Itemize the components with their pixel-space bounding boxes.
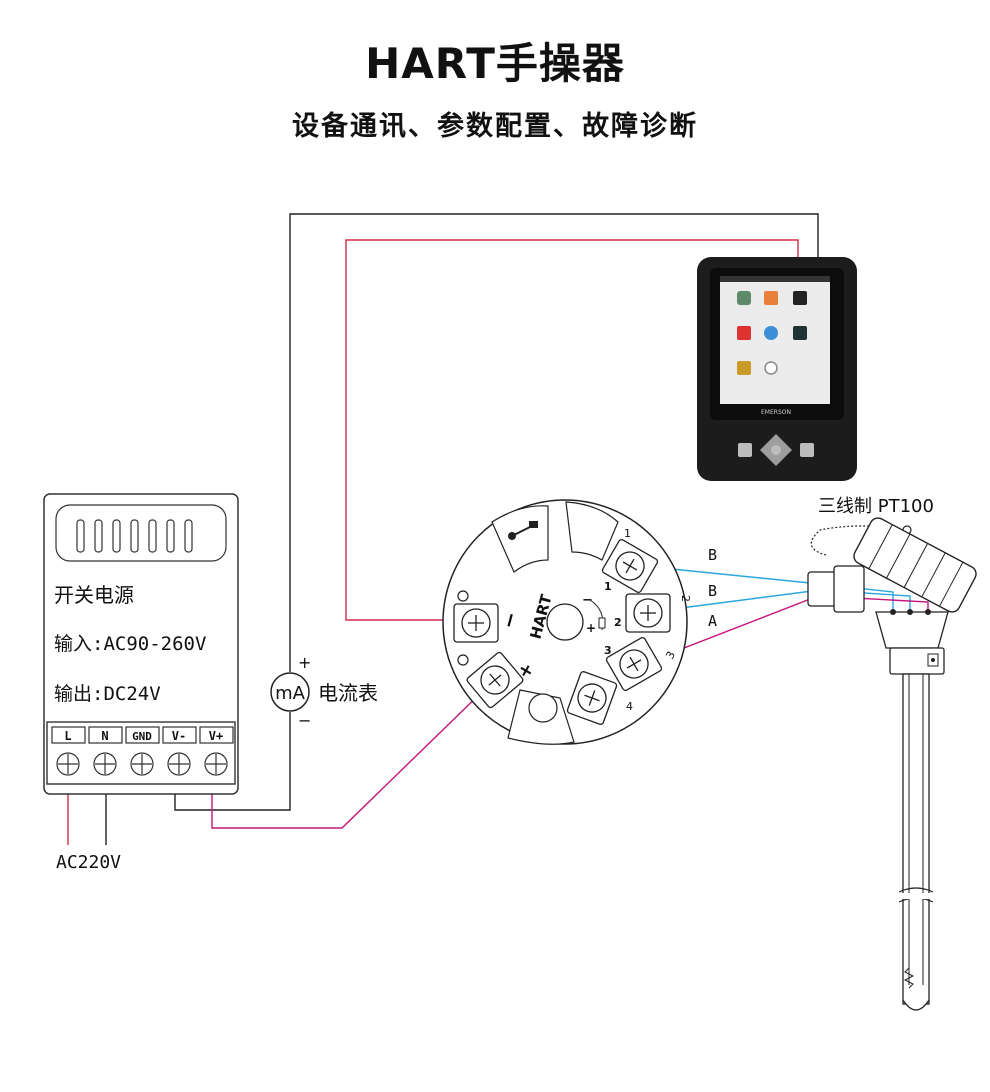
terminal-label-vplus: V+ <box>209 729 223 743</box>
ammeter: mA + − 电流表 <box>270 653 378 730</box>
app-icons <box>737 291 807 375</box>
input-label: 输入:AC90-260V <box>54 633 206 655</box>
inner-number-3: 3 <box>604 644 612 657</box>
wire-label-b2: B <box>708 582 717 600</box>
terminal-4 <box>566 671 618 725</box>
black-wire <box>174 712 291 811</box>
app-icon-pdf <box>737 326 751 340</box>
power-supply-body <box>43 493 239 795</box>
keypad-right-button <box>800 443 814 457</box>
app-icon-help <box>764 326 778 340</box>
usb-icon <box>508 521 538 540</box>
head-terminal-2 <box>907 609 913 615</box>
brand-label: EMERSON <box>761 409 791 416</box>
screen-status-bar <box>720 276 830 282</box>
app-icon-network <box>737 291 751 305</box>
hart-communicator: EMERSON <box>697 257 857 481</box>
sensor-chain <box>810 525 906 556</box>
red-wire <box>345 239 799 621</box>
terminal-label-gnd: GND <box>132 730 152 743</box>
inner-minus-label: − <box>582 593 593 608</box>
output-label: 输出:DC24V <box>54 683 161 705</box>
gland-nut <box>833 565 865 613</box>
ammeter-body <box>270 672 310 712</box>
probe-tip <box>902 999 930 1011</box>
terminal-label-n: N <box>101 729 108 743</box>
head-terminal-1 <box>890 609 896 615</box>
app-icon-valve <box>793 326 807 340</box>
wire-label-b1: B <box>708 546 717 564</box>
mount-hole-top <box>457 590 469 602</box>
terminal-number-2: 2 <box>679 595 692 602</box>
wire-label-a: A <box>708 612 717 630</box>
transmitter: HART − + 1 2 3 4 1 2 3 − + <box>442 499 692 745</box>
vent-slots <box>76 519 193 553</box>
switch-label: 开关电源 <box>54 583 134 607</box>
terminal-screw-slots <box>58 754 226 774</box>
sensor-wire-b2 <box>649 589 911 614</box>
app-icon-settings <box>764 361 778 375</box>
terminal-plus <box>466 651 524 709</box>
pt100-sensor: 三线制 PT100 <box>807 496 977 1011</box>
inner-number-1: 1 <box>604 580 612 593</box>
transmitter-minus-label: − <box>496 609 524 631</box>
inner-plus-label: + <box>586 621 596 635</box>
cable-gland <box>807 571 837 607</box>
ammeter-symbol: mA <box>275 683 306 704</box>
page-subtitle: 设备通讯、参数配置、故障诊断 <box>292 111 698 142</box>
app-icon-device <box>737 361 751 375</box>
ammeter-label: 电流表 <box>318 681 378 705</box>
sensor-head <box>853 517 977 613</box>
terminal-2 <box>625 593 671 633</box>
sensor-label: 三线制 PT100 <box>818 496 934 517</box>
mains-label: AC220V <box>56 852 121 873</box>
terminal-label-boxes <box>51 726 234 744</box>
terminal-number-1: 1 <box>624 527 631 540</box>
power-supply: 开关电源 输入:AC90-260V 输出:DC24V L N GND V- V+ <box>43 493 239 873</box>
inner-resistor <box>598 617 606 629</box>
sensor-wire-a <box>647 595 929 663</box>
terminal-label-vminus: V- <box>172 729 186 743</box>
fitting-screw-dot <box>931 658 935 662</box>
terminal-number-4: 4 <box>626 700 633 713</box>
mount-hole-bottom <box>528 693 558 723</box>
ammeter-minus: − <box>298 711 311 730</box>
app-icon-tools <box>793 291 807 305</box>
probe-break-mask <box>902 893 930 899</box>
mount-hole-left <box>457 654 469 666</box>
transmitter-center-hole <box>546 603 584 641</box>
keypad-center <box>771 445 781 455</box>
terminal-minus <box>453 603 499 643</box>
inner-number-2: 2 <box>614 616 622 629</box>
wires <box>67 213 929 845</box>
page-title: HART手操器 <box>365 39 625 88</box>
sensor-neck <box>875 611 949 649</box>
terminal-1 <box>601 538 659 594</box>
ammeter-plus: + <box>298 653 311 672</box>
probe-tube <box>902 673 930 1005</box>
terminal-3 <box>605 636 663 692</box>
black-wire-top <box>289 213 819 672</box>
top-segment <box>565 501 619 561</box>
resistor-element <box>903 967 915 989</box>
terminal-screws <box>56 752 228 776</box>
head-terminal-3 <box>925 609 931 615</box>
magenta-wire <box>211 685 489 829</box>
terminal-label-l: L <box>64 729 71 743</box>
keypad-left-button <box>738 443 752 457</box>
app-icon-calendar <box>764 291 778 305</box>
